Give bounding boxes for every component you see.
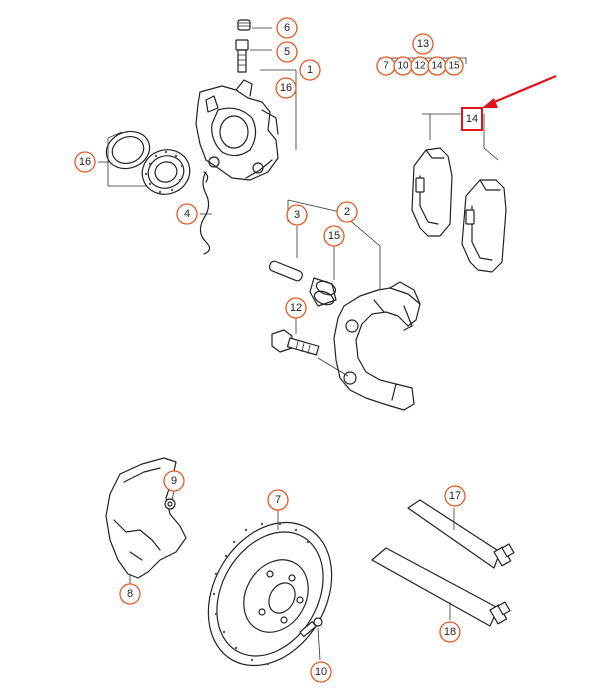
- pad-kit-item-10-label: 10: [397, 61, 409, 72]
- callout-4[interactable]: 4: [176, 203, 198, 225]
- callout-3[interactable]: 3: [286, 204, 308, 226]
- brake-pad-outer: [461, 179, 507, 273]
- callout-5[interactable]: 5: [276, 41, 298, 63]
- callout-12-label: 12: [290, 302, 302, 314]
- callout-8-label: 8: [127, 588, 133, 600]
- callout-8[interactable]: 8: [119, 583, 141, 605]
- callout-6[interactable]: 6: [276, 17, 298, 39]
- callout-15[interactable]: 15: [323, 225, 345, 247]
- callout-13[interactable]: 13: [412, 33, 434, 55]
- highlighted-callout-14-label: 14: [466, 113, 478, 125]
- callout-4-label: 4: [184, 208, 190, 220]
- callout-10[interactable]: 10: [310, 661, 332, 683]
- grease-tube-17: [407, 499, 515, 569]
- pad-kit-item-15[interactable]: 15: [444, 56, 464, 76]
- callout-3-label: 3: [294, 209, 300, 221]
- brake-caliper: [195, 19, 279, 181]
- piston-boot: [141, 149, 191, 195]
- callout-6-label: 6: [284, 22, 290, 34]
- pad-kit-item-7[interactable]: 7: [376, 56, 396, 76]
- callout-9[interactable]: 9: [163, 470, 185, 492]
- brake-pad-inner: [411, 147, 453, 237]
- pad-kit-item-14[interactable]: 14: [427, 56, 447, 76]
- callout-7-label: 7: [275, 494, 281, 506]
- pad-kit-item-12[interactable]: 12: [410, 56, 430, 76]
- carrier-bolt: [271, 329, 320, 356]
- disc-vents: [212, 522, 310, 666]
- callout-15-label: 15: [328, 230, 340, 242]
- guide-pin-boot: [309, 277, 337, 307]
- callout-12[interactable]: 12: [285, 297, 307, 319]
- bleed-screw-cap: [237, 19, 251, 31]
- callout-9-label: 9: [171, 475, 177, 487]
- bleed-screw: [235, 39, 249, 73]
- pad-kit-item-12-label: 12: [414, 61, 426, 72]
- callout-18-label: 18: [444, 626, 456, 638]
- callout-18[interactable]: 18: [439, 621, 461, 643]
- callout-16-left[interactable]: 16: [74, 151, 96, 173]
- callout-16-left-label: 16: [79, 156, 91, 168]
- callout-2[interactable]: 2: [336, 201, 358, 223]
- highlight-arrow: [482, 74, 557, 108]
- brake-carrier: [333, 281, 421, 411]
- pad-kit-item-14-label: 14: [431, 61, 443, 72]
- callout-13-label: 13: [417, 38, 429, 50]
- pad-kit-item-10[interactable]: 10: [393, 56, 413, 76]
- brake-disc: [207, 521, 333, 667]
- guide-pin: [268, 260, 303, 282]
- callout-2-label: 2: [344, 206, 350, 218]
- retaining-spring: [199, 171, 211, 255]
- shield-bolt: [164, 498, 176, 510]
- callout-17[interactable]: 17: [444, 485, 466, 507]
- callout-16-top[interactable]: 16: [275, 77, 297, 99]
- piston-seal-ring: [105, 130, 151, 170]
- callout-1-label: 1: [307, 64, 313, 76]
- callout-16-top-label: 16: [280, 82, 292, 94]
- highlighted-callout-14[interactable]: 14: [461, 107, 483, 131]
- disc-screw: [299, 617, 323, 638]
- pad-kit-item-15-label: 15: [448, 61, 460, 72]
- grease-tube-18: [371, 547, 511, 627]
- callout-5-label: 5: [284, 46, 290, 58]
- callout-7[interactable]: 7: [267, 489, 289, 511]
- callout-10-label: 10: [315, 666, 327, 678]
- callout-1[interactable]: 1: [299, 59, 321, 81]
- callout-17-label: 17: [449, 490, 461, 502]
- pad-kit-item-7-label: 7: [383, 61, 389, 72]
- disc-bolt-holes: [258, 570, 304, 624]
